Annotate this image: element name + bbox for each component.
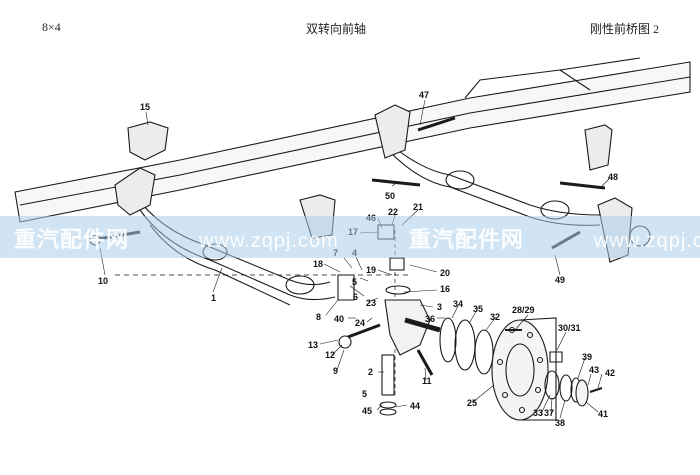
- callout-42: 42: [605, 368, 615, 378]
- callout-45: 45: [362, 406, 372, 416]
- callout-20: 20: [440, 268, 450, 278]
- callout-13: 13: [308, 340, 318, 350]
- figure-caption: 刚性前桥图 2: [590, 22, 660, 36]
- callout-23: 23: [366, 298, 376, 308]
- callout-50: 50: [385, 191, 395, 201]
- callout-34: 34: [453, 299, 463, 309]
- callout-47: 47: [419, 90, 429, 100]
- bearing-32: [474, 329, 494, 375]
- callout-32: 32: [490, 312, 500, 322]
- callout-5-upper: 5: [352, 277, 357, 287]
- seal-ring-34: [439, 317, 457, 363]
- callout-22: 22: [388, 207, 398, 217]
- callout-12: 12: [325, 350, 335, 360]
- watermark-url-2: www.zqpj.com: [593, 230, 700, 252]
- callout-9: 9: [333, 366, 338, 376]
- callout-1: 1: [211, 293, 216, 303]
- callout-8: 8: [316, 312, 321, 322]
- callout-48: 48: [608, 172, 618, 182]
- callout-35: 35: [473, 304, 483, 314]
- callout-3: 3: [437, 302, 442, 312]
- watermark-text-2: 重汽配件网: [408, 228, 524, 253]
- steering-arm-47: [417, 116, 456, 132]
- callout-19: 19: [366, 265, 376, 275]
- diagram-title: 双转向前轴: [306, 22, 367, 36]
- callout-36: 36: [425, 314, 435, 324]
- callout-38: 38: [555, 418, 565, 428]
- callout-49: 49: [555, 275, 565, 285]
- spring-bracket-left: [114, 167, 156, 216]
- watermark-text-1: 重汽配件网: [14, 228, 130, 253]
- wheel-hub: [491, 319, 549, 421]
- callout-40: 40: [334, 314, 344, 324]
- steering-arm-50: [371, 178, 421, 187]
- callout-5-lower: 5: [362, 389, 367, 399]
- callout-2: 2: [368, 367, 373, 377]
- steering-arm-48: [559, 181, 606, 190]
- bearing-35: [454, 319, 476, 371]
- watermark-band: 重汽配件网 www.zqpj.com 重汽配件网 www.zqpj.com: [0, 216, 700, 258]
- watermark-url-1: www.zqpj.com: [199, 230, 339, 252]
- callout-21: 21: [413, 202, 423, 212]
- kingpin: [381, 354, 395, 396]
- callout-28-29: 28/29: [512, 305, 535, 315]
- callout-30-31: 30/31: [558, 323, 581, 333]
- callout-41: 41: [598, 409, 608, 419]
- callout-25: 25: [467, 398, 477, 408]
- callout-24: 24: [355, 318, 365, 328]
- callout-6: 6: [353, 292, 358, 302]
- steering-knuckle: [384, 299, 431, 356]
- callout-18: 18: [313, 259, 323, 269]
- frame-rail: [14, 61, 691, 223]
- model-code: 8×4: [42, 20, 61, 34]
- hub-cap: [575, 379, 589, 407]
- callout-15: 15: [140, 102, 150, 112]
- callout-43: 43: [589, 365, 599, 375]
- second-axle-beam: [384, 139, 601, 216]
- callout-33: 33: [533, 408, 543, 418]
- callout-10: 10: [98, 276, 108, 286]
- callout-39: 39: [582, 352, 592, 362]
- callout-44: 44: [410, 401, 420, 411]
- callout-11: 11: [422, 376, 432, 386]
- callout-16: 16: [440, 284, 450, 294]
- callout-37: 37: [544, 408, 554, 418]
- spring-bracket-15: [127, 121, 169, 161]
